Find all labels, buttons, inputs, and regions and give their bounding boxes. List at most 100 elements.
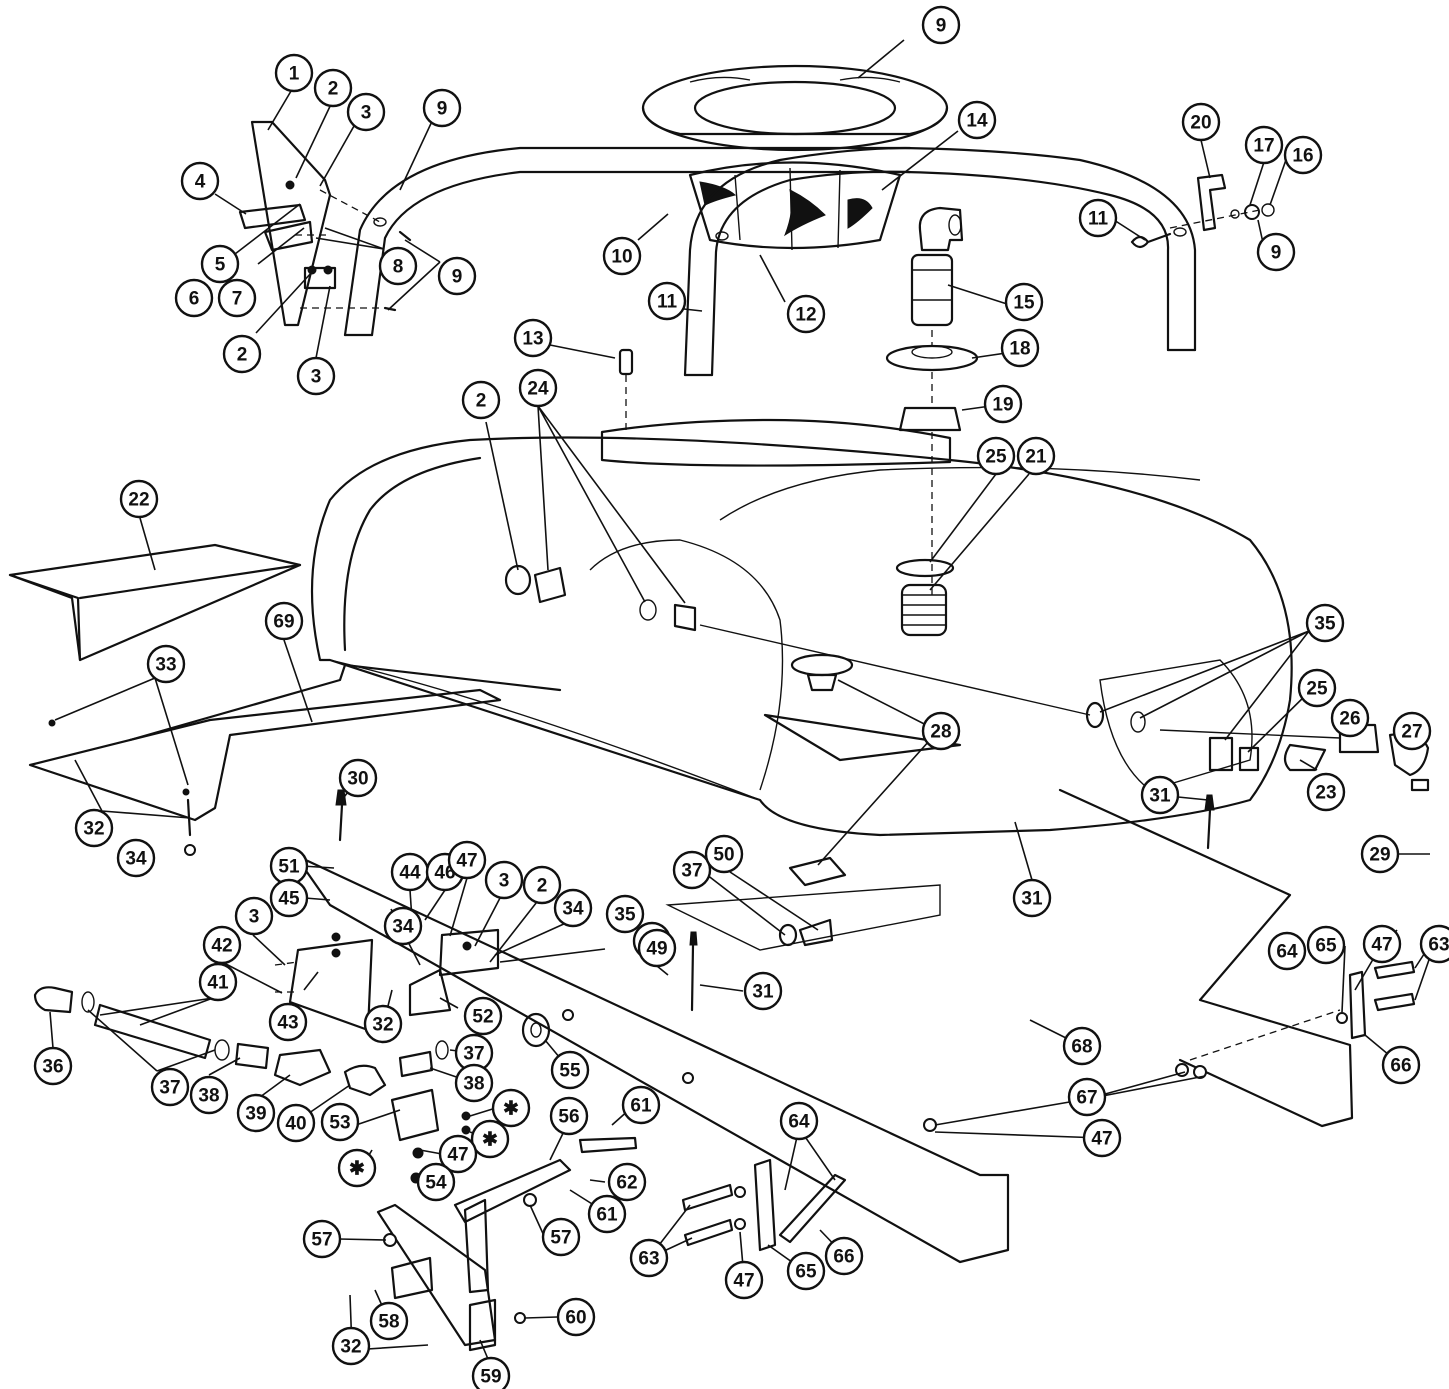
callout-16: 16	[1283, 135, 1323, 175]
callout-number: 66	[833, 1247, 854, 1268]
callout-circle	[302, 1219, 342, 1259]
callout-9: 9	[1256, 232, 1296, 272]
callout-circle	[1306, 925, 1346, 965]
callout-32: 32	[74, 808, 114, 848]
callout-circle	[1297, 668, 1337, 708]
callout-35: 35	[1305, 603, 1345, 643]
callout-number: 38	[463, 1074, 484, 1095]
left-bracket-assembly	[238, 120, 412, 327]
callout-69: 69	[264, 601, 304, 641]
callout-number: 13	[522, 329, 543, 350]
callout-number: 11	[657, 292, 678, 313]
callout-circle	[363, 1004, 403, 1044]
callout-number: 59	[480, 1367, 501, 1388]
callout-9: 9	[422, 88, 462, 128]
callout-number: 63	[638, 1249, 659, 1270]
callout-3: 3	[296, 356, 336, 396]
callout-✱: ✱	[470, 1119, 510, 1159]
callout-circle	[602, 236, 642, 276]
callout-47: 47	[447, 840, 487, 880]
callout-number: 31	[1149, 786, 1171, 807]
callout-23: 23	[1306, 772, 1346, 812]
callout-number: 34	[392, 917, 414, 938]
callout-number: ✱	[482, 1130, 498, 1151]
callout-22: 22	[119, 479, 159, 519]
callout-circle	[378, 246, 418, 286]
callout-20: 20	[1181, 102, 1221, 142]
callout-number: 47	[1091, 1129, 1112, 1150]
callout-number: 32	[372, 1015, 393, 1036]
callout-6: 6	[174, 278, 214, 318]
callout-number: 24	[527, 379, 549, 400]
callout-circle	[921, 711, 961, 751]
callout-circle	[976, 436, 1016, 476]
callout-14: 14	[957, 100, 997, 140]
callout-number: 49	[646, 939, 667, 960]
callout-circle	[337, 1148, 377, 1188]
callout-53: 53	[320, 1102, 360, 1142]
callout-5: 5	[200, 244, 240, 284]
callout-number: 2	[328, 79, 339, 100]
callout-circle	[1306, 772, 1346, 812]
callout-number: 56	[558, 1107, 579, 1128]
callout-4: 4	[180, 161, 220, 201]
callout-circle	[1012, 878, 1052, 918]
callout-number: 37	[681, 861, 702, 882]
callout-circle	[369, 1301, 409, 1341]
callout-circle	[338, 758, 378, 798]
callout-circle	[471, 1356, 511, 1389]
callout-circle	[786, 1251, 826, 1291]
callout-number: 65	[795, 1262, 817, 1283]
right-side-plumbing	[1085, 701, 1430, 792]
callout-circle	[672, 850, 712, 890]
callout-number: 34	[125, 849, 147, 870]
callout-circle	[621, 1085, 661, 1125]
callout-circle	[786, 294, 826, 334]
callout-number: 32	[83, 819, 104, 840]
callout-63: 63	[1419, 924, 1449, 964]
callout-number: 10	[611, 247, 632, 268]
callout-number: 6	[189, 289, 200, 310]
callout-circle	[743, 971, 783, 1011]
callout-number: 32	[340, 1337, 361, 1358]
callout-42: 42	[202, 925, 242, 965]
callout-13: 13	[513, 318, 553, 358]
callout-number: 2	[476, 391, 487, 412]
callout-65: 65	[786, 1251, 826, 1291]
filler-fitting-stack	[885, 206, 979, 600]
callout-number: 62	[616, 1173, 637, 1194]
mounting-frame	[28, 663, 562, 822]
callout-number: 27	[1401, 722, 1422, 743]
callout-57: 57	[302, 1219, 342, 1259]
callout-circle	[607, 1162, 647, 1202]
callout-circle	[274, 53, 314, 93]
callout-circle	[549, 1096, 589, 1136]
center-drain-fitting	[895, 558, 955, 637]
callout-36: 36	[33, 1046, 73, 1086]
callout-number: 47	[447, 1145, 468, 1166]
callout-circle	[174, 278, 214, 318]
callout-number: 3	[249, 907, 260, 928]
callout-circle	[587, 1194, 627, 1234]
callout-11: 11	[647, 281, 687, 321]
left-tank-fittings	[504, 564, 1091, 716]
callout-50: 50	[704, 834, 744, 874]
callout-circle	[513, 318, 553, 358]
callout-number: 8	[393, 257, 404, 278]
callout-circle	[1330, 698, 1370, 738]
callout-circle	[236, 1093, 276, 1133]
callout-number: 29	[1369, 845, 1390, 866]
callout-25: 25	[1297, 668, 1337, 708]
callout-55: 55	[550, 1050, 590, 1090]
callout-number: 39	[245, 1104, 266, 1125]
callout-31: 31	[1140, 775, 1180, 815]
callout-circle	[1004, 282, 1044, 322]
callout-circle	[1256, 232, 1296, 272]
callout-circle	[234, 896, 274, 936]
callout-number: 5	[215, 255, 226, 276]
callout-number: 52	[472, 1007, 493, 1028]
callout-number: 66	[1390, 1056, 1411, 1077]
callout-circle	[461, 380, 501, 420]
callout-49: 49	[637, 928, 677, 968]
